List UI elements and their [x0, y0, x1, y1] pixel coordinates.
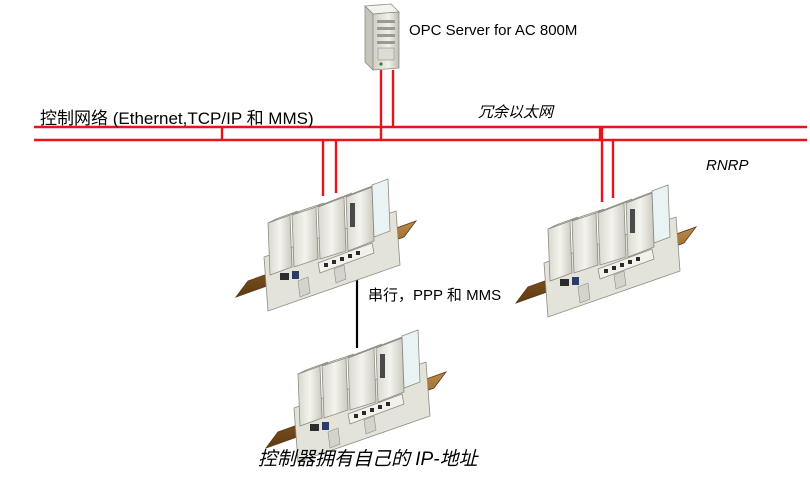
serial-link-label: 串行，PPP 和 MMS [368, 287, 502, 304]
redundant-ethernet-label: 冗余以太网 [478, 104, 554, 121]
controller-2 [515, 184, 697, 318]
server-drops [379, 70, 395, 140]
control-network-label: 控制网络 (Ethernet,TCP/IP 和 MMS) [40, 109, 314, 128]
server-computer-icon [364, 3, 400, 71]
control-network-lines [34, 125, 807, 142]
controller-drops [321, 127, 615, 202]
server-label: OPC Server for AC 800M [409, 22, 578, 39]
rnrp-label: RNRP [706, 157, 749, 174]
controller-3 [265, 329, 447, 463]
diagram-caption: 控制器拥有自己的 IP-地址 [258, 449, 478, 470]
